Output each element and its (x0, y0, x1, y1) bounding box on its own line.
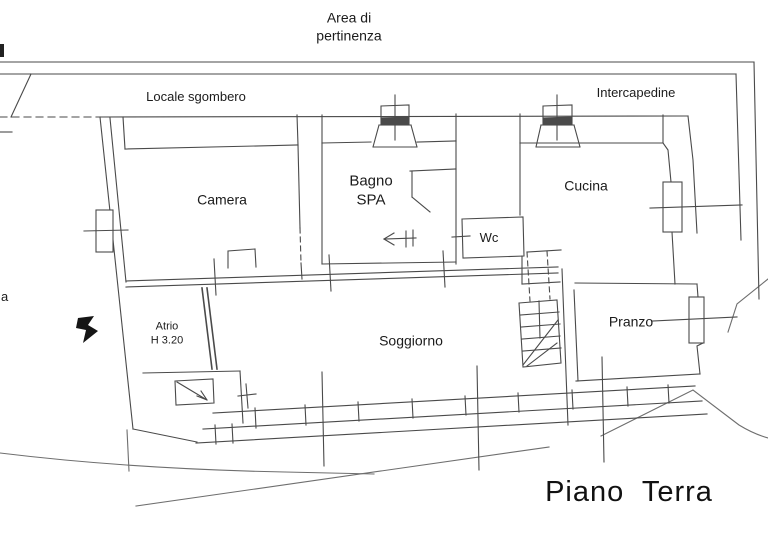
chimney-icon (372, 94, 418, 148)
bagno-door-arrow (383, 229, 417, 248)
staircase (518, 249, 562, 368)
building-exterior-walls (96, 115, 698, 443)
atrio-walls (201, 287, 218, 370)
pranzo-walls (561, 268, 704, 426)
room-label-atrio: Atrio H 3.20 (150, 320, 184, 346)
room-label-bagno-spa: Bagno SPA (349, 172, 393, 208)
entrance-arrow-icon (76, 316, 98, 343)
window-symbols (83, 181, 743, 344)
camera-walls (124, 144, 303, 280)
top-connector-walls (122, 113, 664, 150)
corridor-wall (125, 250, 559, 296)
room-label-soggiorno: Soggiorno (379, 332, 443, 349)
room-label-wc: Wc (479, 229, 499, 245)
site-label-intercapedine: Intercapedine (596, 84, 676, 100)
scan-artifact (0, 44, 4, 57)
room-label-pranzo: Pranzo (608, 313, 654, 330)
terrace-walls (142, 370, 257, 424)
site-boundary (0, 278, 768, 507)
perimeter-band (0, 61, 760, 300)
wc-walls (451, 216, 525, 259)
room-label-cucina: Cucina (564, 177, 608, 194)
plan-title: Piano Terra (545, 475, 713, 508)
porch-window-band (195, 356, 708, 471)
site-label-area-di-pertinenza: Area di pertinenza (316, 9, 382, 44)
site-label-locale-sgombero: Locale sgombero (146, 88, 246, 104)
chimney-icon (535, 94, 581, 148)
edge-cutoff-text: a (1, 288, 9, 304)
bagno-spa-walls (321, 140, 457, 265)
cucina-walls (519, 142, 698, 285)
room-label-camera: Camera (197, 191, 247, 208)
